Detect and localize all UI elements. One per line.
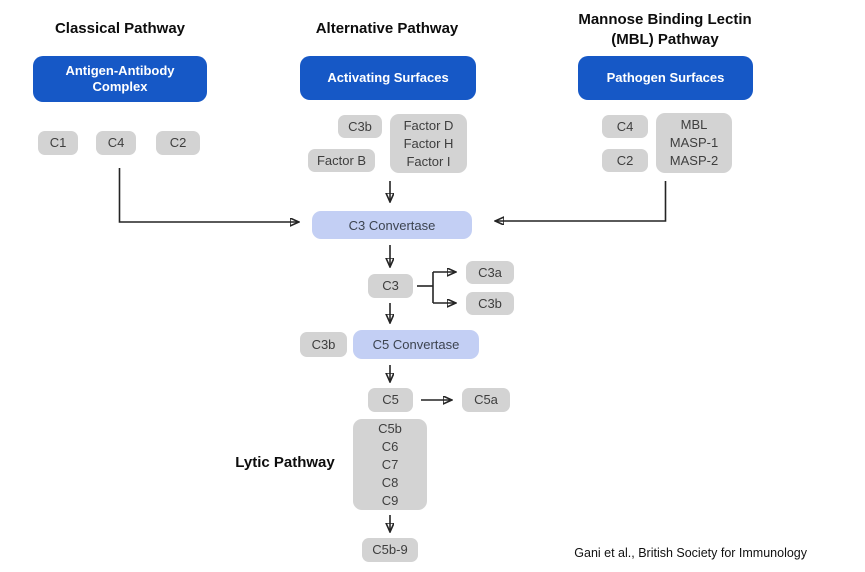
mbl-masp-complex-box: MBL MASP-1 MASP-2 bbox=[656, 113, 732, 173]
mbl-pathway-header: Mannose Binding Lectin (MBL) Pathway bbox=[545, 10, 785, 50]
alternative-c3b-box: C3b bbox=[338, 115, 382, 138]
antigen-antibody-complex-box: Antigen-Antibody Complex bbox=[33, 56, 207, 102]
masp2-label: MASP-2 bbox=[669, 153, 719, 168]
c8-label: C8 bbox=[381, 474, 399, 490]
lytic-components-box: C5b C6 C7 C8 C9 bbox=[353, 419, 427, 510]
factors-dhi-box: Factor D Factor H Factor I bbox=[390, 114, 467, 173]
classical-c1-box: C1 bbox=[38, 131, 78, 155]
masp1-label: MASP-1 bbox=[669, 135, 719, 150]
factor-d-label: Factor D bbox=[403, 117, 454, 133]
c3a-box: C3a bbox=[466, 261, 514, 284]
arrow-classical-to-c3convertase bbox=[118, 168, 299, 222]
c3-convertase-box: C3 Convertase bbox=[312, 211, 472, 239]
mbl-c2-box: C2 bbox=[602, 149, 648, 172]
mbl-header-line2: (MBL) Pathway bbox=[611, 31, 719, 48]
mbl-label: MBL bbox=[680, 117, 708, 132]
c7-label: C7 bbox=[381, 456, 399, 472]
mbl-c4-box: C4 bbox=[602, 115, 648, 138]
factor-b-box: Factor B bbox=[308, 149, 375, 172]
c5b-label: C5b bbox=[378, 420, 402, 436]
pathogen-surfaces-box: Pathogen Surfaces bbox=[578, 56, 753, 100]
factor-h-label: Factor H bbox=[403, 135, 454, 151]
c3b-split-box: C3b bbox=[466, 292, 514, 315]
c5-box: C5 bbox=[368, 388, 413, 412]
lytic-pathway-label: Lytic Pathway bbox=[235, 454, 335, 471]
c9-label: C9 bbox=[381, 492, 399, 508]
c6-label: C6 bbox=[381, 438, 399, 454]
classical-pathway-header: Classical Pathway bbox=[54, 20, 186, 37]
c3b-cofactor-box: C3b bbox=[300, 332, 347, 357]
activating-surfaces-box: Activating Surfaces bbox=[300, 56, 476, 100]
credit-text: Gani et al., British Society for Immunol… bbox=[574, 546, 807, 560]
arrow-mbl-to-c3convertase bbox=[496, 181, 667, 221]
classical-c4-box: C4 bbox=[96, 131, 136, 155]
factor-i-label: Factor I bbox=[406, 153, 451, 169]
mbl-header-line1: Mannose Binding Lectin bbox=[578, 11, 752, 28]
classical-c2-box: C2 bbox=[156, 131, 200, 155]
c5b-9-box: C5b-9 bbox=[362, 538, 418, 562]
alternative-pathway-header: Alternative Pathway bbox=[315, 20, 459, 37]
c3-box: C3 bbox=[368, 274, 413, 298]
c5-convertase-box: C5 Convertase bbox=[353, 330, 479, 359]
c5a-box: C5a bbox=[462, 388, 510, 412]
